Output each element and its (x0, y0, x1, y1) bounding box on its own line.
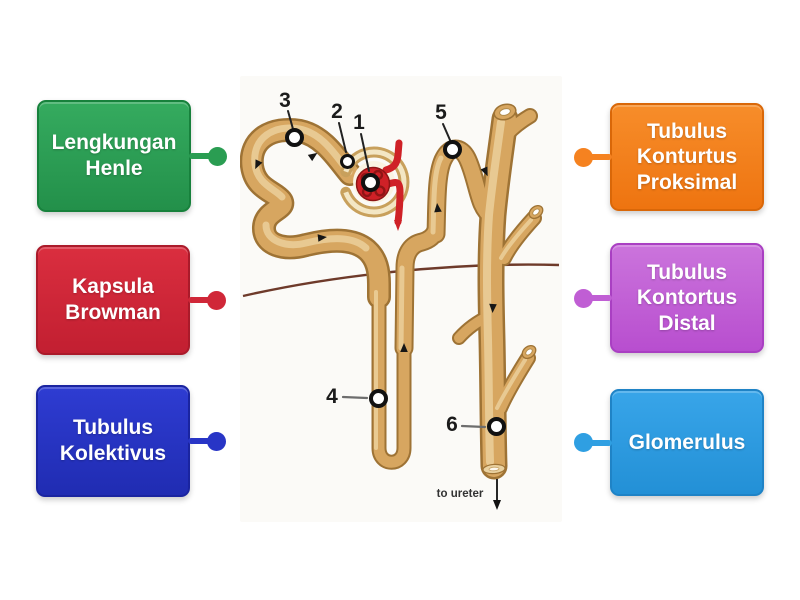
marker-number-4: 4 (326, 385, 338, 408)
ureter-exit-arrow (493, 479, 501, 510)
label-lengkungan-henle[interactable]: Lengkungan Henle (37, 100, 227, 212)
connector-dot (207, 290, 226, 310)
cortex-boundary-line (242, 263, 560, 298)
pin-marker-2[interactable] (340, 154, 355, 169)
label-text-tubulus-konturtus-proksimal: Tubulus Konturtus Proksimal (636, 119, 738, 194)
nephron-diagram-card (240, 76, 562, 522)
label-text-lengkungan-henle: Lengkungan Henle (51, 131, 177, 180)
connector-stub (188, 438, 214, 444)
label-text-kapsula-browman: Kapsula Browman (65, 275, 161, 324)
label-tubulus-kontortus-distal[interactable]: Tubulus Kontortus Distal (574, 243, 764, 353)
pin-marker-3[interactable] (285, 128, 304, 147)
pin-marker-4[interactable] (369, 389, 388, 408)
marker-number-2: 2 (331, 100, 343, 123)
connector-dot (574, 288, 593, 308)
connector-dot (208, 146, 227, 166)
nephron-illustration (240, 103, 560, 510)
connector-stub (189, 153, 215, 159)
connector-stub (586, 154, 612, 160)
tubule-highlights (251, 118, 533, 466)
pin-marker-6[interactable] (487, 417, 506, 436)
label-kapsula-browman[interactable]: Kapsula Browman (36, 245, 226, 355)
label-text-glomerulus: Glomerulus (628, 430, 746, 454)
label-text-tubulus-kolektivus: Tubulus Kolektivus (59, 416, 167, 465)
flow-arrows (255, 152, 497, 352)
label-tubulus-konturtus-proksimal[interactable]: Tubulus Konturtus Proksimal (574, 103, 764, 211)
to-ureter-caption: to ureter (436, 488, 484, 500)
marker-number-3: 3 (279, 89, 291, 112)
label-tubulus-kolektivus[interactable]: Tubulus Kolektivus (36, 385, 226, 497)
marker-number-5: 5 (435, 101, 447, 124)
connector-dot (207, 431, 226, 451)
connector-dot (574, 147, 593, 167)
marker-number-1: 1 (353, 111, 365, 134)
pin-marker-5[interactable] (443, 140, 462, 159)
label-glomerulus[interactable]: Glomerulus (574, 389, 764, 496)
marker-number-6: 6 (446, 413, 458, 436)
connector-stub (586, 295, 612, 301)
open-tube-ends (482, 103, 544, 475)
pin-marker-1[interactable] (361, 173, 380, 192)
connector-stub (586, 439, 612, 446)
leader-lines (287, 110, 487, 429)
connector-stub (188, 297, 214, 303)
label-text-tubulus-kontortus-distal: Tubulus Kontortus Distal (636, 260, 738, 335)
connector-dot (574, 433, 593, 452)
